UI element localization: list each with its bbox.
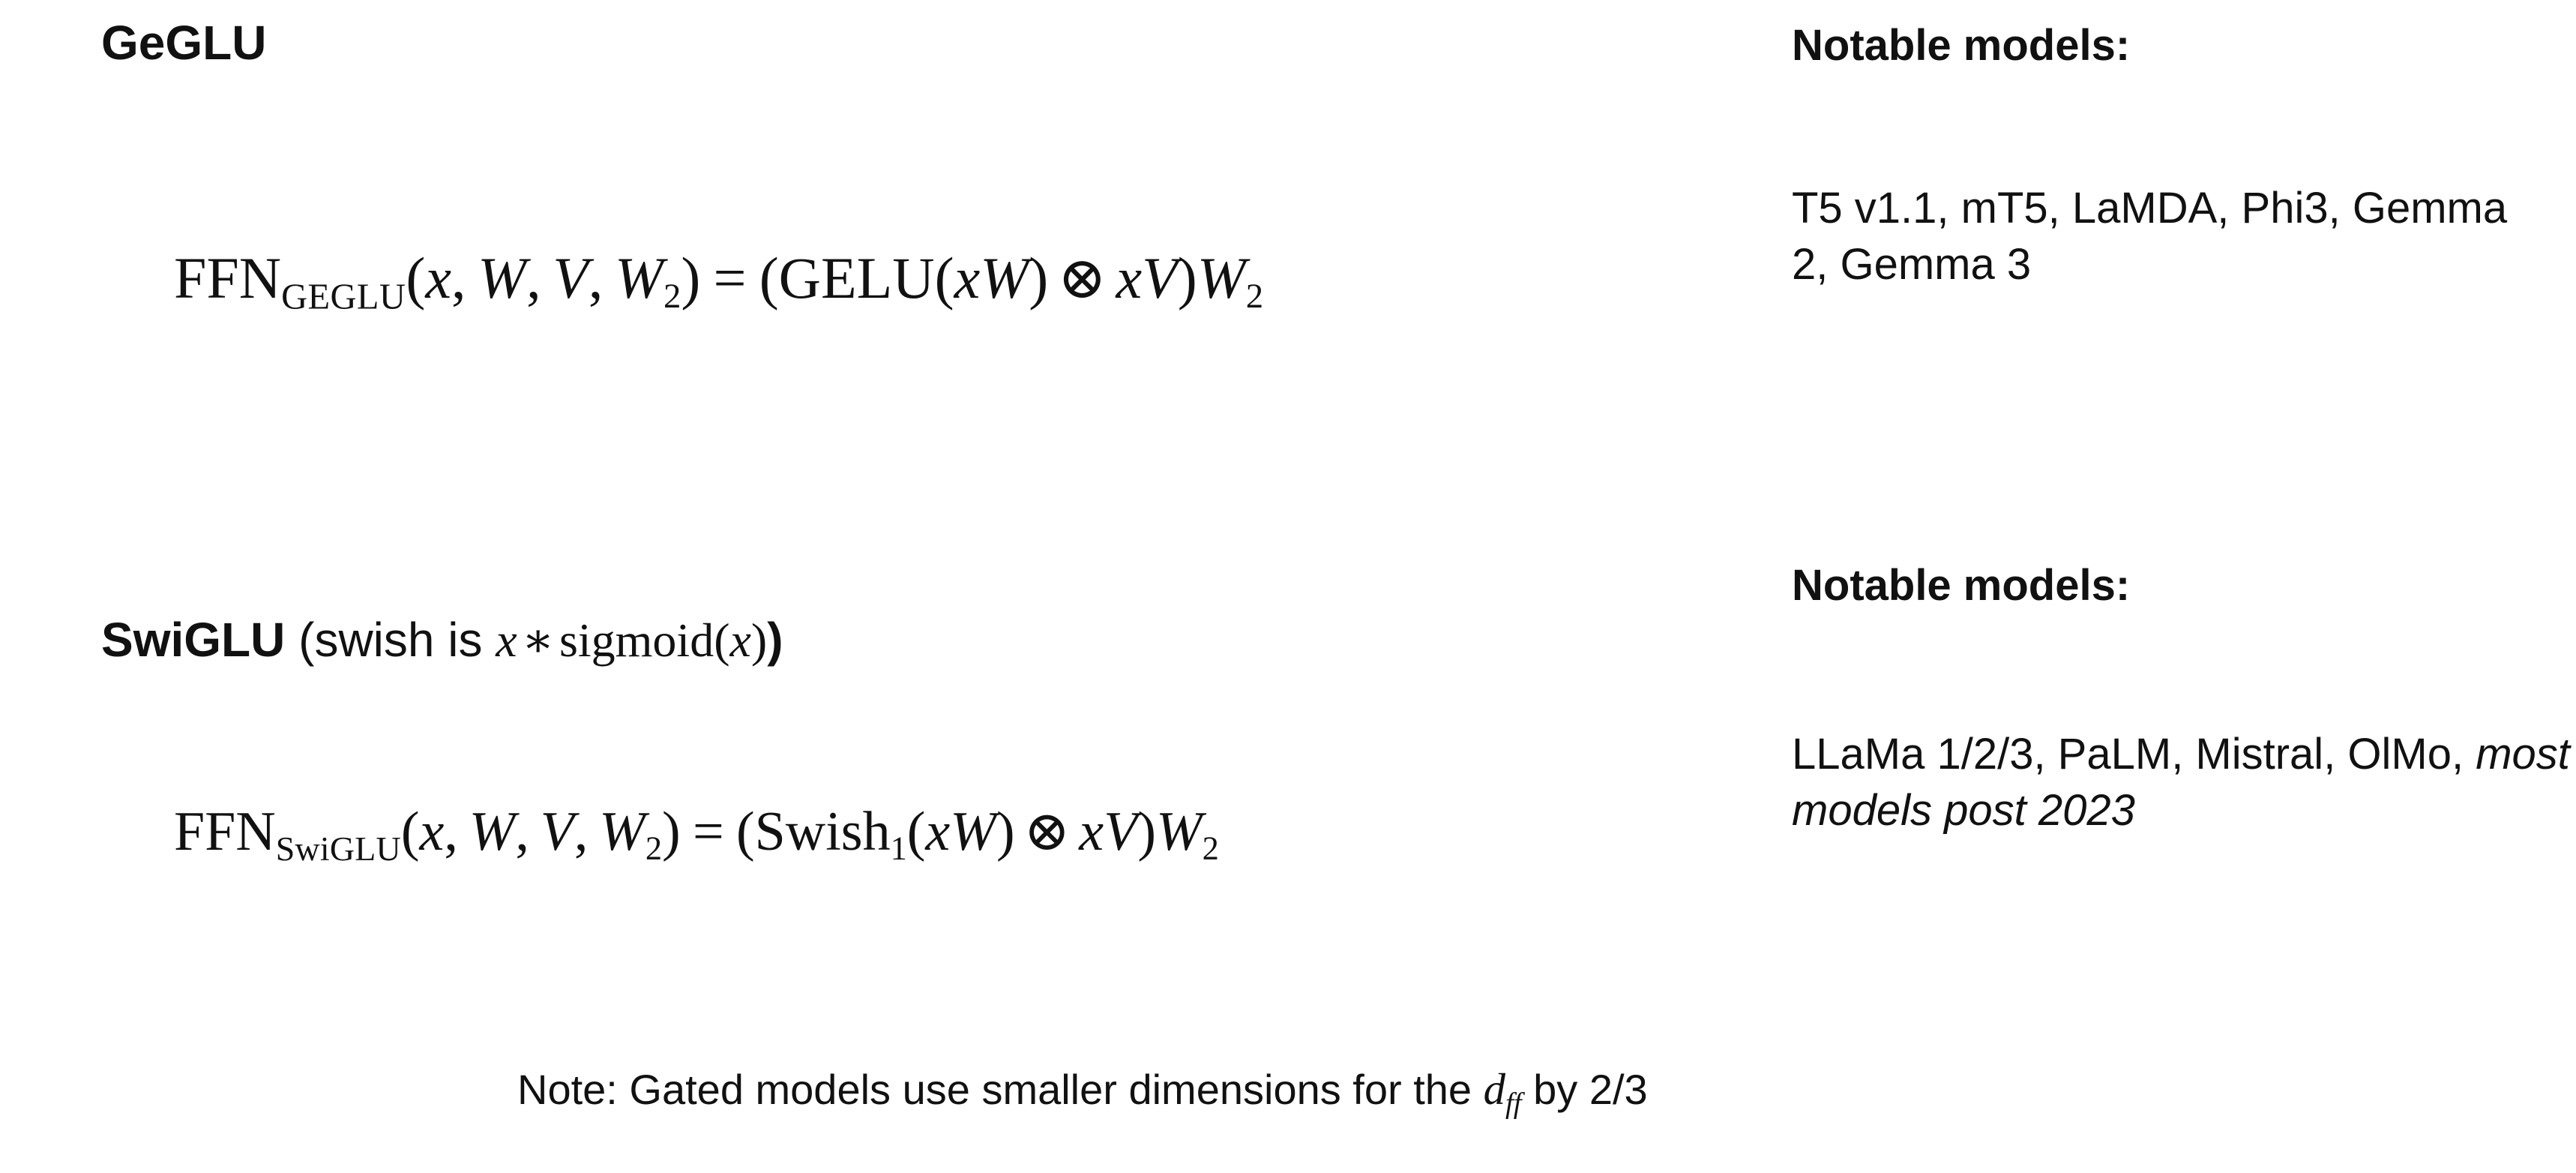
footer-note-dff-subscript: ff (1505, 1087, 1522, 1120)
swiglu-formula-open-paren: ( (400, 801, 420, 862)
geglu-formula: FFNGEGLU(x, W, V, W2)=(GELU(xW)⊗xV)W2 (174, 249, 1263, 316)
swiglu-formula-act-close-paren: ) (996, 801, 1015, 862)
swiglu-heading-name: SwiGLU (101, 613, 286, 667)
swiglu-formula-activation-sub: 1 (890, 829, 907, 867)
swiglu-heading-math-star-icon: ∗ (522, 614, 555, 667)
swiglu-formula-rhs-close-paren: ) (1137, 801, 1156, 862)
swiglu-formula-rhs-open-paren: ( (735, 801, 755, 862)
geglu-formula-comma-2: , (526, 245, 541, 310)
geglu-formula-arg-w2-sub: 2 (663, 277, 681, 316)
footer-note-prefix: Note: Gated models use smaller dimension… (517, 1066, 1484, 1113)
geglu-formula-subscript: GEGLU (281, 277, 406, 317)
swiglu-formula-tail-sub: 2 (1202, 829, 1219, 867)
geglu-heading: GeGLU (101, 16, 267, 70)
geglu-formula-arg-w2-base: W (615, 245, 663, 310)
swiglu-heading-math-open-paren: ( (714, 614, 730, 667)
geglu-formula-open-paren: ( (406, 245, 426, 310)
swiglu-heading-math-x: x (496, 614, 517, 667)
geglu-formula-xv-v: V (1142, 245, 1178, 310)
swiglu-formula: FFNSwiGLU(x, W, V, W2)=(Swish1(xW)⊗xV)W2 (174, 804, 1219, 866)
swiglu-formula-comma-3: , (574, 801, 589, 862)
footer-note-suffix: by 2/3 (1521, 1066, 1648, 1113)
swiglu-formula-arg-w: W (469, 801, 516, 862)
swiglu-heading-math-close-paren: ) (750, 614, 768, 667)
swiglu-heading-math-sigmoid: sigmoid (559, 614, 714, 667)
geglu-formula-rhs-close-paren: ) (1177, 245, 1197, 310)
swiglu-notable-models-italic: most models post 2023 (1792, 730, 2570, 836)
swiglu-heading-close-paren: ) (767, 613, 783, 667)
swiglu-notable-models-plain: LLaMa 1/2/3, PaLM, Mistral, OlMo, (1792, 730, 2476, 778)
footer-note-dff-base: d (1483, 1065, 1506, 1114)
geglu-formula-xw-x: x (954, 245, 981, 310)
geglu-formula-tail-sub: 2 (1245, 277, 1264, 316)
swiglu-formula-activation: Swish (754, 801, 891, 862)
geglu-formula-activation: GELU (778, 245, 935, 310)
geglu-formula-xv-x: x (1116, 245, 1143, 310)
geglu-formula-arg-x: x (425, 245, 451, 310)
geglu-formula-fn: FFN (174, 245, 282, 310)
geglu-formula-equals: = (713, 245, 747, 310)
swiglu-formula-xw-w: W (950, 801, 996, 862)
geglu-formula-act-close-paren: ) (1029, 245, 1049, 310)
geglu-formula-close-paren: ) (681, 245, 701, 310)
geglu-formula-arg-v: V (553, 245, 589, 310)
geglu-formula-comma-1: , (451, 245, 466, 310)
swiglu-heading-math-var: x (729, 614, 751, 667)
swiglu-heading: SwiGLU (swish is x∗sigmoid(x)) (101, 613, 783, 668)
geglu-formula-comma-3: , (588, 245, 604, 310)
swiglu-formula-arg-w2-sub: 2 (645, 829, 663, 867)
swiglu-formula-subscript: SwiGLU (275, 829, 401, 868)
swiglu-formula-comma-2: , (515, 801, 529, 862)
geglu-notable-models-list: T5 v1.1, mT5, LaMDA, Phi3, Gemma 2, Gemm… (1792, 184, 2508, 290)
geglu-formula-xw-w: W (980, 245, 1029, 310)
swiglu-formula-equals: = (692, 801, 724, 862)
swiglu-formula-arg-w2-base: W (599, 801, 645, 862)
geglu-formula-otimes-icon: ⊗ (1057, 245, 1107, 310)
footer-note: Note: Gated models use smaller dimension… (517, 1064, 1648, 1121)
footer-note-dff-math: dff (1483, 1065, 1522, 1120)
geglu-formula-rhs-open-paren: ( (759, 245, 779, 310)
geglu-formula-act-open-paren: ( (934, 245, 954, 310)
swiglu-formula-xv-v: V (1104, 801, 1138, 862)
swiglu-formula-fn: FFN (174, 801, 276, 862)
geglu-formula-arg-w: W (478, 245, 527, 310)
geglu-formula-tail-base: W (1197, 245, 1246, 310)
swiglu-formula-arg-x: x (419, 801, 445, 862)
swiglu-formula-act-open-paren: ( (906, 801, 926, 862)
swiglu-formula-xv-x: x (1079, 801, 1104, 862)
swiglu-heading-open-text: (swish is (285, 613, 496, 667)
geglu-notable-models-label: Notable models: (1792, 21, 2131, 70)
swiglu-notable-models-list: LLaMa 1/2/3, PaLM, Mistral, OlMo, most m… (1792, 726, 2576, 839)
swiglu-formula-tail-base: W (1155, 801, 1203, 862)
swiglu-formula-comma-1: , (444, 801, 458, 862)
swiglu-formula-xw-x: x (925, 801, 951, 862)
swiglu-notable-models-label: Notable models: (1792, 561, 2131, 610)
swiglu-formula-otimes-icon: ⊗ (1023, 801, 1071, 862)
swiglu-formula-close-paren: ) (662, 801, 681, 862)
swiglu-formula-arg-v: V (540, 801, 574, 862)
